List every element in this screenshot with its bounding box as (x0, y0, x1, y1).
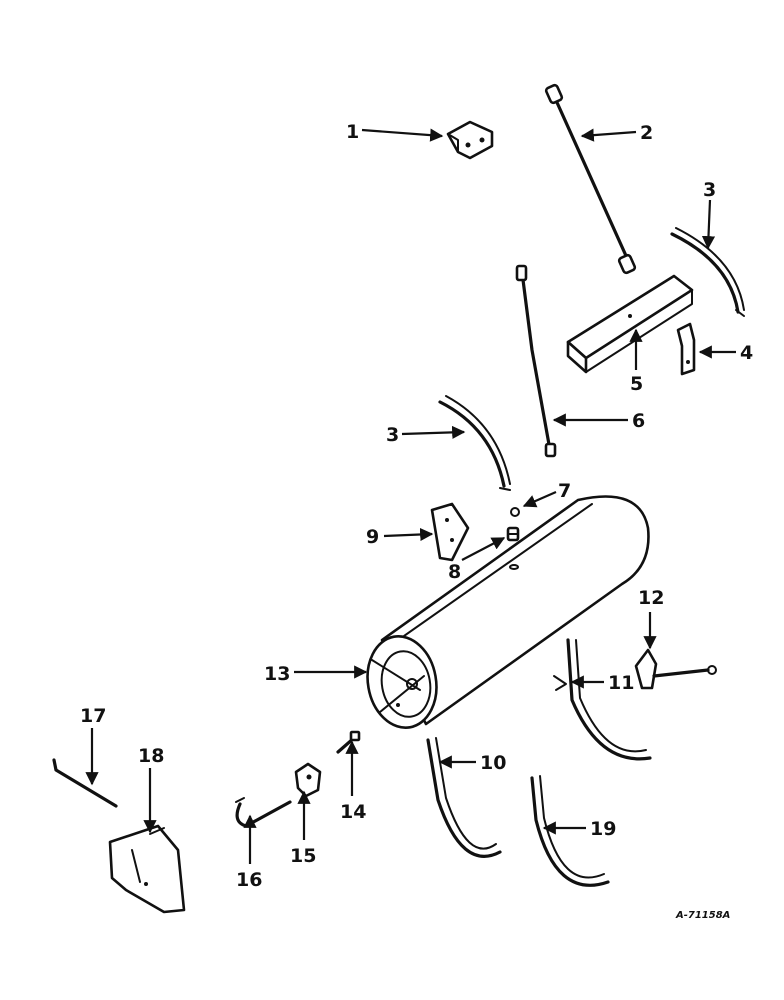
callout-13: 13 (264, 663, 290, 685)
part-9-plate (430, 502, 470, 562)
part-8-fitting (506, 526, 520, 542)
callout-11: 11 (608, 672, 634, 694)
callout-1: 1 (346, 121, 359, 143)
callout-2: 2 (640, 122, 653, 144)
part-3-strap-middle (438, 395, 511, 491)
callout-8: 8 (448, 561, 461, 583)
callout-6: 6 (632, 410, 645, 432)
part-13-tank (366, 495, 650, 729)
callout-3: 3 (703, 179, 716, 201)
part-10-strap (426, 737, 502, 858)
callout-15: 15 (290, 845, 316, 867)
part-14-bolt (336, 730, 361, 754)
callout-4: 4 (740, 342, 753, 364)
callout-5: 5 (630, 373, 643, 395)
callout-18: 18 (138, 745, 164, 767)
part-16-jbolt (235, 797, 292, 828)
callout-9: 9 (366, 526, 379, 548)
part-2-rod (544, 83, 637, 275)
part-5-channel (566, 274, 694, 374)
part-12-bracket (634, 648, 717, 690)
part-7-clip (510, 507, 520, 517)
callout-14: 14 (340, 801, 366, 823)
part-3-strap-upper (670, 227, 745, 317)
part-15-clamp (294, 762, 322, 798)
callout-3: 3 (386, 424, 399, 446)
part-17-rod (52, 758, 118, 808)
callout-19: 19 (590, 818, 616, 840)
leader-lines (85, 128, 736, 864)
part-11-strap (553, 638, 652, 761)
part-18-shield (108, 824, 186, 914)
part-4-bracket (676, 322, 696, 376)
part-1-bracket (446, 120, 494, 160)
callout-7: 7 (558, 480, 571, 502)
callout-10: 10 (480, 752, 506, 774)
part-6-bar (515, 264, 557, 458)
callout-12: 12 (638, 587, 664, 609)
drawing-reference: A-71158A (675, 910, 730, 921)
callout-16: 16 (236, 869, 262, 891)
callout-17: 17 (80, 705, 106, 727)
